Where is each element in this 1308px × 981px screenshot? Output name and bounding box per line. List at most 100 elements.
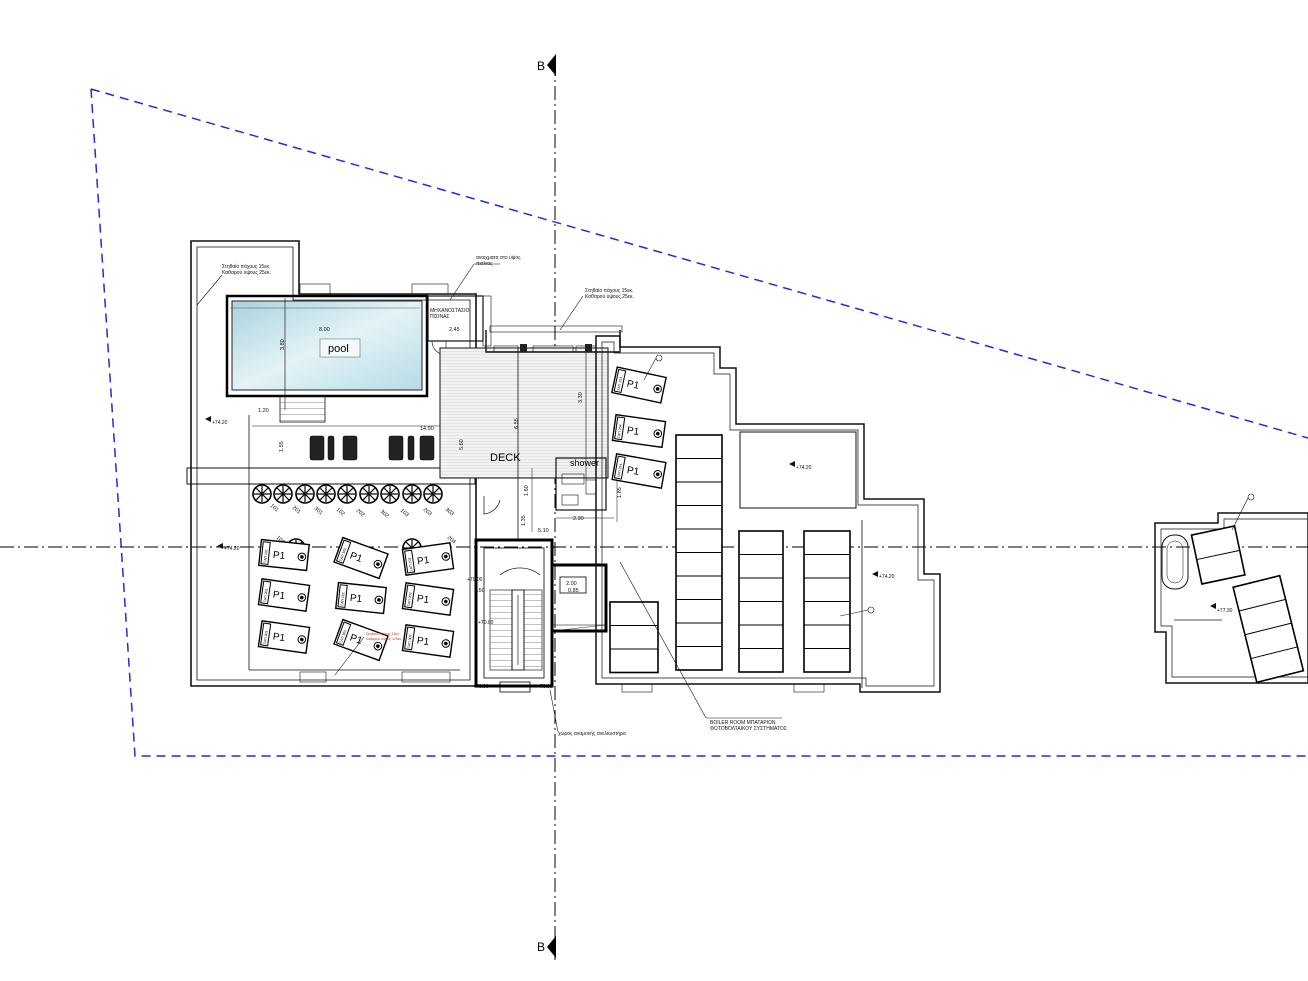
lounger-code-label: ΞΑΠ 202 xyxy=(340,592,345,606)
dim-stair-height: 1.50 xyxy=(474,588,485,594)
pool-outer xyxy=(225,294,429,398)
level-markers xyxy=(205,416,1216,609)
dim-deck-h2: 6.55 xyxy=(514,418,520,429)
dim-tank-width: 2.45 xyxy=(449,327,460,333)
lounger-code-label: ΞΑΠ 302 xyxy=(339,629,348,644)
annotation-leaders xyxy=(196,263,1255,733)
note-boiler-2: ΦΩΤΟΒΟΛΤΑΙΚΟΥ ΣΥΣΤΗΜΑΤΟΣ xyxy=(710,726,787,732)
deck-upper-walls xyxy=(482,295,623,353)
level-right-top: +74.20 xyxy=(796,465,812,471)
palm-tree-icon xyxy=(295,484,315,504)
note-parapet-left-2: Καθαρού ύψους 25εκ. xyxy=(222,269,271,276)
deck-door xyxy=(483,496,501,515)
lounger-code-label: ΞΑΠ 101 xyxy=(263,549,268,563)
pool-label: pool xyxy=(328,343,349,355)
pv-panel-arrays xyxy=(609,434,851,674)
sun-lounger: ΞΑΠ 202 P1 xyxy=(335,581,387,615)
tree-code-label: 101 xyxy=(269,503,280,514)
lounger-code-label: ΞΑΠ 301 xyxy=(263,630,269,644)
level-stair-3: +70.00 xyxy=(473,684,489,690)
level-left-top: +74.20 xyxy=(212,420,228,426)
lounger-code-label: ΞΑΠ 204 xyxy=(617,424,623,438)
tree-code-label: 204 xyxy=(446,535,457,546)
lounger-label: P1 xyxy=(626,425,640,438)
lounger-code-label: ΞΑΠ 104 xyxy=(616,377,623,392)
dim-terrace-length: 14.90 xyxy=(420,426,434,432)
palm-tree-icon xyxy=(423,484,443,504)
level-right-mid: +74.20 xyxy=(879,574,895,580)
tree-code-label: 103 xyxy=(399,508,410,519)
note-boiler-1: BOILER ROOM ΜΠΑΤΑΡΙΩΝ xyxy=(710,720,776,726)
level-stair-2: +70.00 xyxy=(478,620,494,626)
pv-panel-column xyxy=(738,530,784,673)
dim-terrace-height: 1.55 xyxy=(279,441,285,452)
property-boundary xyxy=(90,88,1308,757)
dim-step-width: 1.20 xyxy=(258,408,269,414)
shower-label: shower xyxy=(570,458,599,468)
note-top-1: ανοιχματα στο ύψος xyxy=(476,254,521,261)
dim-lift-depth: 0.85 xyxy=(568,588,579,594)
section-line-vertical xyxy=(547,54,556,960)
lounger-label: P1 xyxy=(349,593,363,605)
palm-tree-icon xyxy=(402,484,422,504)
lounger-label: P1 xyxy=(348,550,364,565)
note-planter-2: Καθαρού ύψους 125εκ. xyxy=(366,637,402,641)
dim-deck-side: 3.30 xyxy=(578,392,584,403)
lounger-code-label: ΞΑΠ 102 xyxy=(339,547,348,562)
lounger-label: P1 xyxy=(272,550,286,562)
dim-shower-w1: 2.30 xyxy=(573,516,584,522)
section-marker-top: B xyxy=(537,59,545,73)
dim-deck-h1: 5.60 xyxy=(459,439,465,450)
lounger-label: P1 xyxy=(626,379,641,392)
note-parapet-mid-2: Καθαρού ύψους 25εκ. xyxy=(585,293,634,300)
palm-tree-icon xyxy=(359,484,379,504)
lounger-label: P1 xyxy=(348,632,364,647)
tree-code-label: 201 xyxy=(291,505,302,516)
level-left-mid: +74.20 xyxy=(224,546,240,552)
dim-shower-h: 1.60 xyxy=(524,485,530,496)
pv-panel-column xyxy=(675,434,723,671)
deck-chairs xyxy=(520,344,592,352)
tree-code-label: 104 xyxy=(275,535,286,546)
pv-panel-column xyxy=(609,601,659,674)
note-top-2: πισίνας xyxy=(476,261,493,267)
far-right-structure xyxy=(1154,512,1308,684)
dim-pool-width: 3.80 xyxy=(280,339,286,350)
lounger-code-label: ΞΑΠ 103 xyxy=(408,557,414,571)
lounger-label: P1 xyxy=(416,594,430,607)
dim-pool-length: 8.00 xyxy=(319,327,330,333)
note-parapet-left-1: Στηθαίο πάχους 15εκ. xyxy=(222,263,270,270)
palm-tree-icon xyxy=(380,484,400,504)
tree-code-label: 303 xyxy=(444,507,455,518)
stair-core xyxy=(474,538,554,693)
tree-code-label: 202 xyxy=(355,508,366,519)
tree-code-label: 302 xyxy=(379,509,390,520)
level-stair-1: +70.00 xyxy=(467,577,483,583)
dim-shower-d1: 1.35 xyxy=(521,515,527,526)
tree-code-label: 203 xyxy=(422,507,433,518)
dim-deck-width: 5.10 xyxy=(538,528,549,534)
dim-lift-width: 2.00 xyxy=(566,581,577,587)
dim-shower-w2: 1.85 xyxy=(617,487,623,498)
level-far-right: +77.30 xyxy=(1217,608,1233,614)
note-planter-1: Στηθαίο πάχους 15εκ. xyxy=(366,632,400,636)
tree-code-label: 102 xyxy=(335,507,346,518)
palm-tree-icon xyxy=(337,484,357,504)
level-stair-4: +70.00 xyxy=(537,684,553,690)
pv-panel-far-right xyxy=(1190,525,1305,684)
pv-panel-column xyxy=(1232,574,1305,684)
palm-tree-icon xyxy=(273,484,293,504)
lounger-label: P1 xyxy=(272,590,286,603)
